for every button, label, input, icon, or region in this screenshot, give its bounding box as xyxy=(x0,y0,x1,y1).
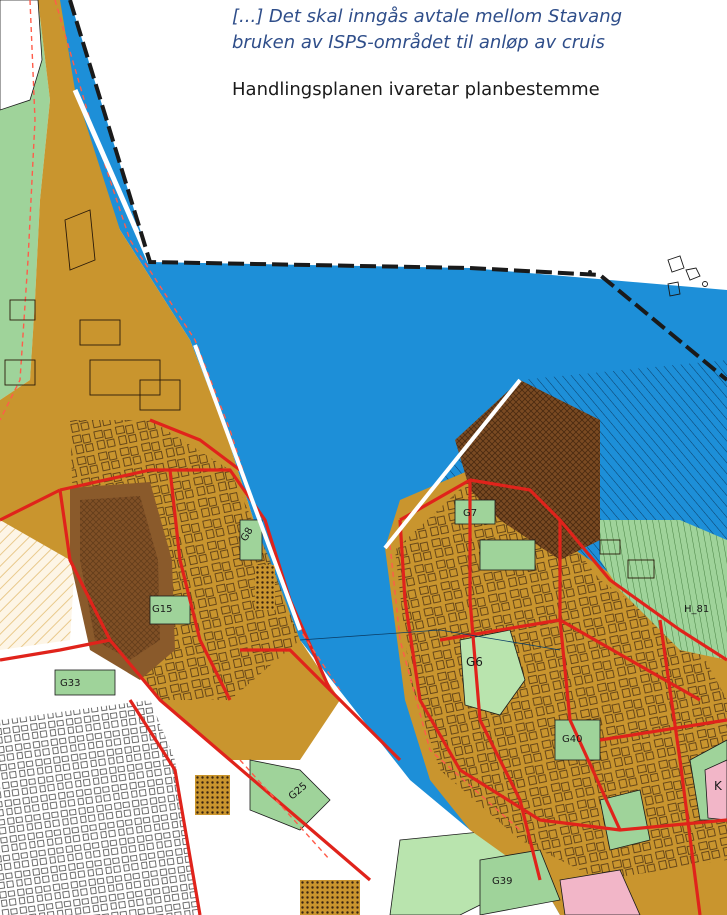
zone-label-g15: G15 xyxy=(152,604,172,615)
green-patch-g15 xyxy=(149,595,191,625)
pier-edge-quay xyxy=(193,344,302,631)
green-patch-east-b xyxy=(599,789,651,851)
dense-zone-east xyxy=(455,380,600,560)
zone-label-h81: H_81 xyxy=(684,604,709,615)
green-patch-g39 xyxy=(479,849,561,915)
dotted-zone-a xyxy=(255,565,275,610)
pier-edge-west xyxy=(72,89,153,263)
green-patch-g8 xyxy=(239,519,263,561)
zone-label-k: K xyxy=(714,779,723,793)
zone-label-g6: G6 xyxy=(466,655,483,669)
pink-zone-k xyxy=(704,759,727,821)
green-patch-g25 xyxy=(249,759,331,831)
city-grid-zone xyxy=(0,700,200,915)
body-paragraph: Handlingsplanen ivaretar planbestemme xyxy=(232,79,600,100)
green-striped-zone xyxy=(600,520,727,660)
quote-line-2: bruken av ISPS-området til anløp av crui… xyxy=(232,32,605,53)
plan-boundary xyxy=(68,0,727,382)
road-network xyxy=(0,418,727,915)
dotted-zone-b xyxy=(195,775,230,815)
pink-zone-south xyxy=(559,869,641,915)
green-patch-east-a xyxy=(479,539,536,571)
pier-edge-north xyxy=(383,378,522,550)
dotted-zone-c xyxy=(300,880,360,915)
zone-label-g7: G7 xyxy=(463,508,477,519)
island-outlines xyxy=(588,255,708,297)
zone-label-g39: G39 xyxy=(492,876,512,887)
green-patch-g33 xyxy=(54,669,116,696)
quote-line-1: [...] Det skal inngås avtale mellom Stav… xyxy=(232,6,623,27)
green-patch-g7 xyxy=(454,499,496,525)
channel-line xyxy=(299,629,561,651)
quoted-regulation: [...] Det skal inngås avtale mellom Stav… xyxy=(232,4,727,56)
zone-label-g40: G40 xyxy=(562,734,582,745)
building-outlines xyxy=(4,209,655,579)
zone-label-g33: G33 xyxy=(60,678,80,689)
